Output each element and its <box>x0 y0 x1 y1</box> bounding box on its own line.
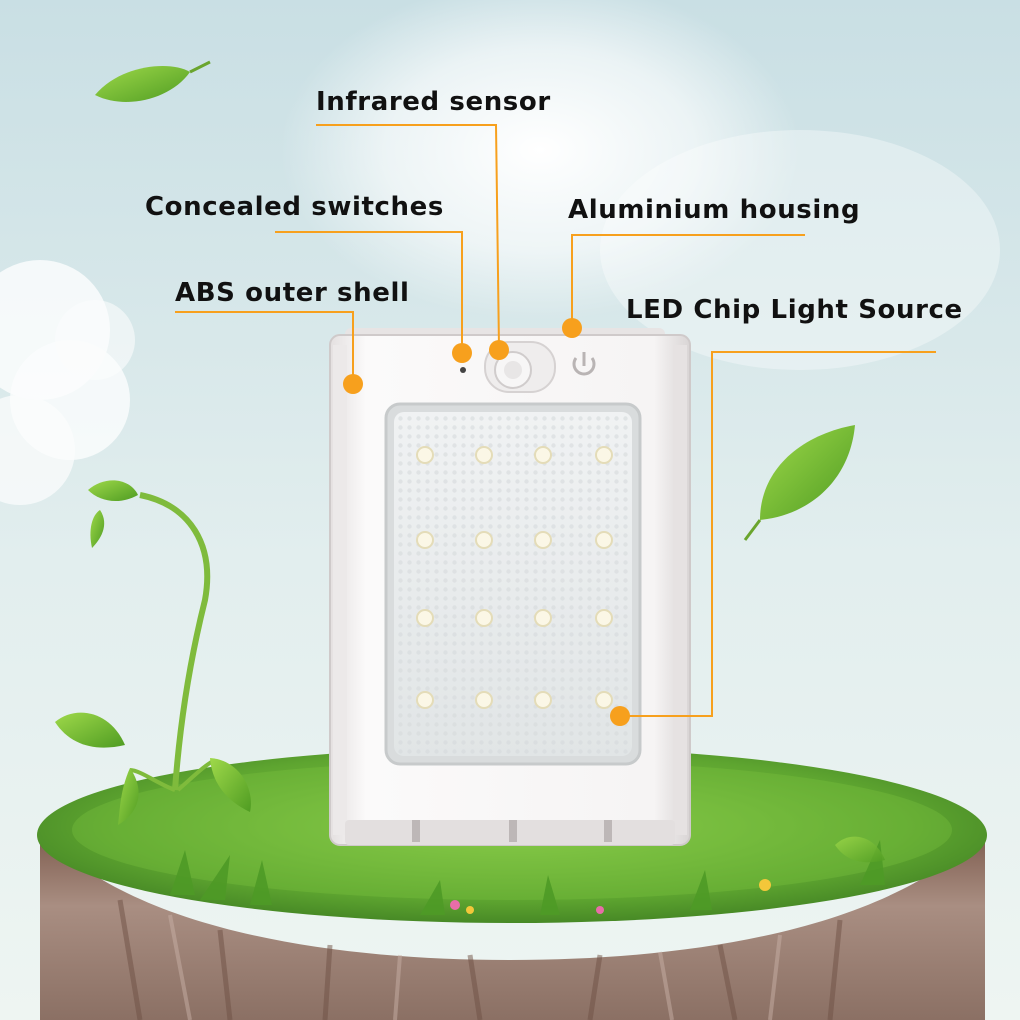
infrared-sensor-callout <box>316 124 500 349</box>
switch-hole <box>460 367 466 373</box>
label-abs-outer-shell: ABS outer shell <box>175 278 410 308</box>
led-chip <box>534 609 552 627</box>
led-chip <box>534 531 552 549</box>
grass-tufts <box>170 840 885 915</box>
solar-light-housing <box>329 328 691 846</box>
cloud-icon <box>0 260 135 505</box>
soil-pedestal <box>40 830 985 1020</box>
led-chip-light-source-callout <box>622 351 936 717</box>
led-chip <box>595 446 613 464</box>
aluminium-housing-callout <box>571 234 805 326</box>
concealed-switches-callout <box>275 231 463 350</box>
leaf-icon <box>743 425 855 541</box>
led-chip <box>595 691 613 709</box>
label-infrared-sensor: Infrared sensor <box>316 87 551 117</box>
leaf-icon <box>95 60 211 102</box>
led-chip <box>595 531 613 549</box>
led-chip <box>475 446 493 464</box>
led-array <box>416 446 613 709</box>
infrared-sensor-callout-dot <box>489 340 509 360</box>
abs-outer-shell-callout-dot <box>343 374 363 394</box>
led-chip <box>416 691 434 709</box>
label-concealed-switches: Concealed switches <box>145 192 444 222</box>
led-chip <box>475 691 493 709</box>
sprout-icon <box>88 480 251 825</box>
led-chip <box>416 446 434 464</box>
callout-lines <box>175 124 936 726</box>
label-aluminium-housing: Aluminium housing <box>568 195 861 225</box>
aluminium-housing-callout-dot <box>562 318 582 338</box>
led-chip <box>534 691 552 709</box>
label-led-chip-light-source: LED Chip Light Source <box>626 295 963 325</box>
led-chip <box>534 446 552 464</box>
flowers <box>450 879 771 914</box>
led-chip-light-source-callout-dot <box>610 706 630 726</box>
power-icon <box>572 352 596 376</box>
led-chip <box>475 609 493 627</box>
sun-glow <box>280 0 800 320</box>
leaf-icon <box>835 836 885 863</box>
abs-outer-shell-callout <box>175 311 354 380</box>
leaf-icon <box>55 712 125 748</box>
led-chip <box>475 531 493 549</box>
led-chip <box>416 609 434 627</box>
concealed-switches-callout-dot <box>452 343 472 363</box>
led-chip <box>595 609 613 627</box>
led-chip <box>416 531 434 549</box>
